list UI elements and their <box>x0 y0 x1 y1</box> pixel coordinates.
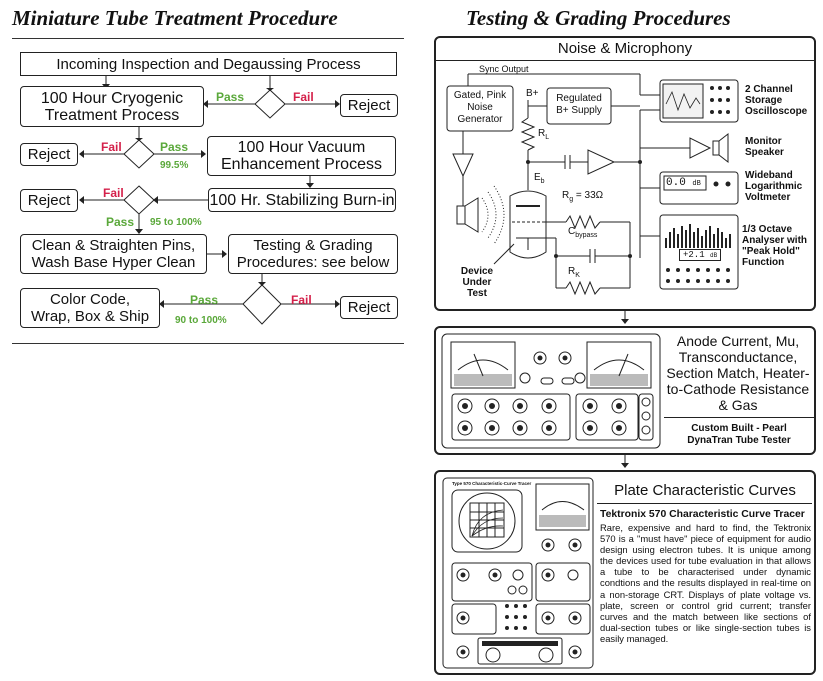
noise-title: Noise & Microphony <box>557 40 693 57</box>
decision-diamond-2 <box>123 139 155 169</box>
voltmeter-reading: 0.0 dB <box>666 177 701 189</box>
load-resistor <box>520 117 536 151</box>
left-bottom-rule <box>12 343 404 344</box>
cryogenic-treatment-box: 100 Hour Cryogenic Treatment Process <box>20 86 204 127</box>
voltmeter-label: Wideband Logarithmic Voltmeter <box>745 170 803 203</box>
decision-diamond-1 <box>254 89 286 119</box>
device-under-test-label: Device Under Test <box>460 266 494 299</box>
load-resistor-label: RL <box>538 128 550 141</box>
reject-box-3: Reject <box>20 189 78 212</box>
pass-rate-1: 99.5% <box>160 160 189 171</box>
noise-generator-label: Gated, Pink Noise Generator <box>453 90 507 125</box>
noise-title-rule <box>436 60 814 61</box>
left-title-rule <box>12 38 404 39</box>
pass-rate-3: 90 to 100% <box>175 315 227 326</box>
pass-label-2: Pass <box>160 140 189 154</box>
fail-label-1: Fail <box>293 90 314 104</box>
left-title: Miniature Tube Treatment Procedure <box>12 6 338 30</box>
noise-microphony-panel: Noise & Microphony <box>434 36 816 311</box>
grid-resistor-label: Rg = 33Ω <box>562 190 604 203</box>
regulated-supply-label: Regulated B+ Supply <box>556 93 602 116</box>
vacuum-enhancement-box: 100 Hour Vacuum Enhancement Process <box>207 136 396 176</box>
pass-label-3: Pass <box>106 215 135 229</box>
curves-title-rule <box>597 503 812 504</box>
curves-subtitle: Tektronix 570 Characteristic Curve Trace… <box>600 509 805 520</box>
pass-label-1: Pass <box>216 90 245 104</box>
buffer-amplifier <box>587 149 616 175</box>
b-plus-label: B+ <box>526 88 539 99</box>
tube-envelope <box>509 190 547 259</box>
tube-tester-rule <box>664 417 814 418</box>
analyser-reading: +2.1 dB <box>679 249 722 261</box>
pass-rate-2: 95 to 100% <box>150 217 202 228</box>
right-title: Testing & Grading Procedures <box>466 6 731 30</box>
crt-type-label: Type 570 Characteristic-Curve Tracer <box>452 481 532 486</box>
curves-title: Plate Characteristic Curves <box>614 482 796 499</box>
burn-in-box: 100 Hr. Stabilizing Burn-in <box>208 188 396 212</box>
tube-tester-description: Anode Current, Mu, Transconductance, Sec… <box>666 333 810 413</box>
reject-box-2: Reject <box>20 143 78 166</box>
tube-tester-caption-2: DynaTran Tube Tester <box>687 435 791 446</box>
plate-voltage-label: Eb <box>534 172 545 185</box>
oscilloscope-label: 2 Channel Storage Oscilloscope <box>745 84 808 117</box>
reject-box-4: Reject <box>340 296 398 319</box>
cathode-resistor-label: RK <box>568 266 580 279</box>
decision-diamond-4 <box>242 284 282 325</box>
fail-label-2: Fail <box>101 140 122 154</box>
noise-generator-box <box>446 85 514 132</box>
pass-label-4: Pass <box>190 293 219 307</box>
reject-box-1: Reject <box>340 94 398 117</box>
monitor-speaker-label: Monitor Speaker <box>745 136 784 158</box>
bypass-cap-label: Cbypass <box>568 226 598 239</box>
driver-amplifier <box>452 153 474 178</box>
incoming-inspection-box: Incoming Inspection and Degaussing Proce… <box>20 52 397 76</box>
curves-description: Rare, expensive and hard to find, the Te… <box>600 522 811 644</box>
grid-resistor <box>565 214 601 230</box>
fail-label-4: Fail <box>291 293 312 307</box>
clean-straighten-box: Clean & Straighten Pins, Wash Base Hyper… <box>20 234 207 274</box>
cathode-resistor <box>565 280 601 296</box>
tube-tester-caption-1: Custom Built - Pearl <box>691 423 787 434</box>
sync-output-label: Sync Output <box>479 64 529 74</box>
testing-grading-box: Testing & Grading Procedures: see below <box>228 234 398 274</box>
analyser-label: 1/3 Octave Analyser with "Peak Hold" Fun… <box>742 224 808 268</box>
fail-label-3: Fail <box>103 186 124 200</box>
color-code-box: Color Code, Wrap, Box & Ship <box>20 288 160 328</box>
